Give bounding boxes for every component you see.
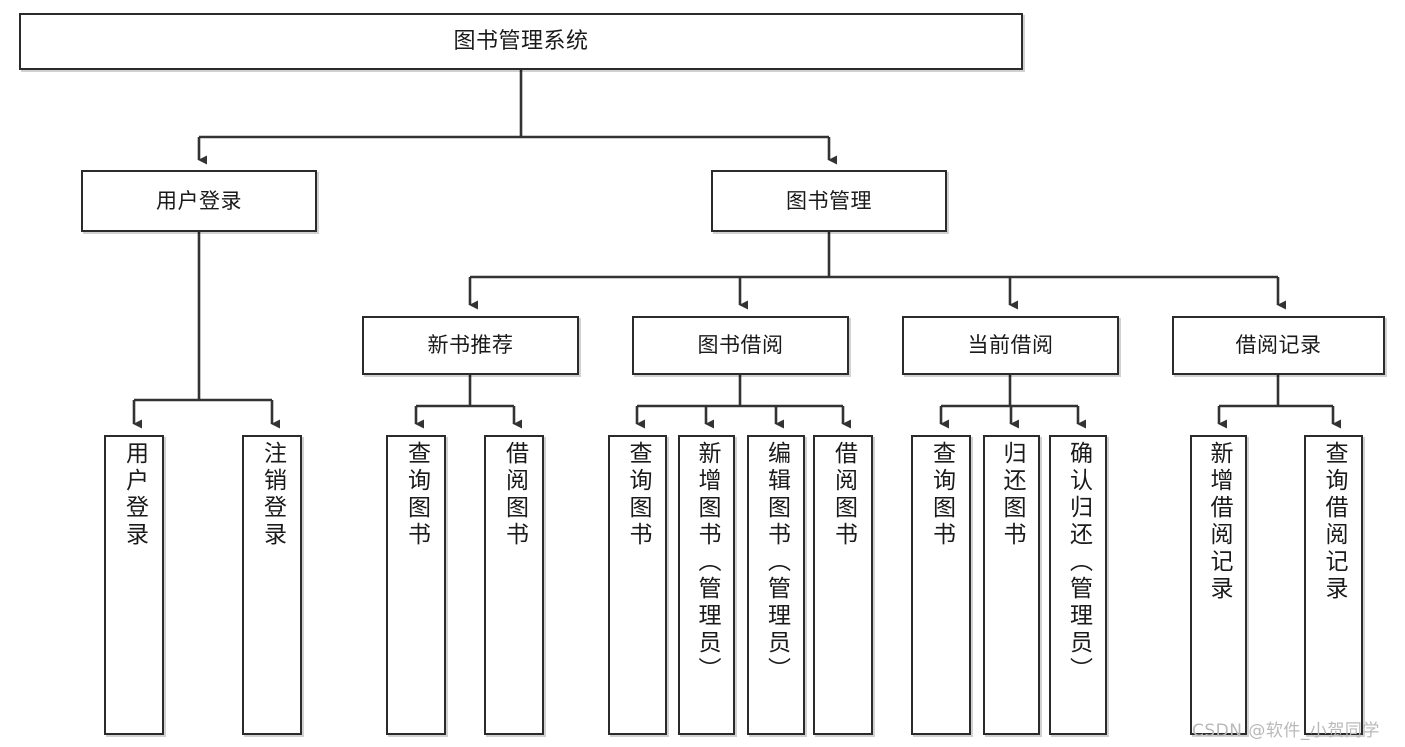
node-label: 查询图书 [625,441,651,549]
node-label: 用户登录 [156,188,242,213]
node-leaf-edit-book[interactable]: 编辑图书（管理员） [747,435,805,735]
node-label: 查询图书 [928,441,955,549]
node-label: 归还图书 [999,441,1025,549]
node-leaf-query-book-3[interactable]: 查询图书 [911,435,971,735]
node-label: 编辑图书（管理员） [763,441,790,684]
node-label: 注销登录 [259,441,286,549]
node-label: 确认归还（管理员） [1065,441,1092,684]
node-new-book-recommend[interactable]: 新书推荐 [362,316,579,375]
node-label: 图书管理 [786,188,872,213]
node-leaf-borrow-book-1[interactable]: 借阅图书 [484,435,544,735]
node-label: 用户登录 [121,441,148,549]
node-label: 新书推荐 [427,333,514,358]
node-leaf-user-login[interactable]: 用户登录 [104,435,164,735]
node-leaf-add-book[interactable]: 新增图书（管理员） [678,435,735,735]
node-leaf-query-borrow-record[interactable]: 查询借阅记录 [1304,435,1363,735]
node-leaf-return-book[interactable]: 归还图书 [983,435,1040,735]
node-label: 新增借阅记录 [1206,441,1232,603]
csdn-watermark: CSDN @软件_小贺同学 [1192,721,1380,741]
node-label: 图书管理系统 [453,28,589,54]
node-leaf-query-book-1[interactable]: 查询图书 [386,435,446,735]
node-label: 借阅图书 [501,441,528,549]
node-user-login[interactable]: 用户登录 [81,170,317,232]
node-leaf-confirm-return[interactable]: 确认归还（管理员） [1049,435,1107,735]
node-borrow-record[interactable]: 借阅记录 [1172,316,1385,375]
node-label: 借阅记录 [1235,333,1322,358]
node-label: 当前借阅 [967,333,1054,358]
node-book-management[interactable]: 图书管理 [711,170,947,232]
node-leaf-borrow-book-2[interactable]: 借阅图书 [813,435,873,735]
node-root-system[interactable]: 图书管理系统 [19,13,1023,70]
node-leaf-query-book-2[interactable]: 查询图书 [608,435,667,735]
node-leaf-add-borrow-record[interactable]: 新增借阅记录 [1190,435,1247,735]
node-current-borrow[interactable]: 当前借阅 [902,316,1119,375]
node-label: 查询图书 [403,441,430,549]
node-book-borrow[interactable]: 图书借阅 [632,316,849,375]
node-leaf-logout[interactable]: 注销登录 [242,435,302,735]
node-label: 新增图书（管理员） [694,441,720,684]
node-label: 借阅图书 [830,441,857,549]
node-label: 图书借阅 [697,333,784,358]
node-label: 查询借阅记录 [1321,441,1347,603]
